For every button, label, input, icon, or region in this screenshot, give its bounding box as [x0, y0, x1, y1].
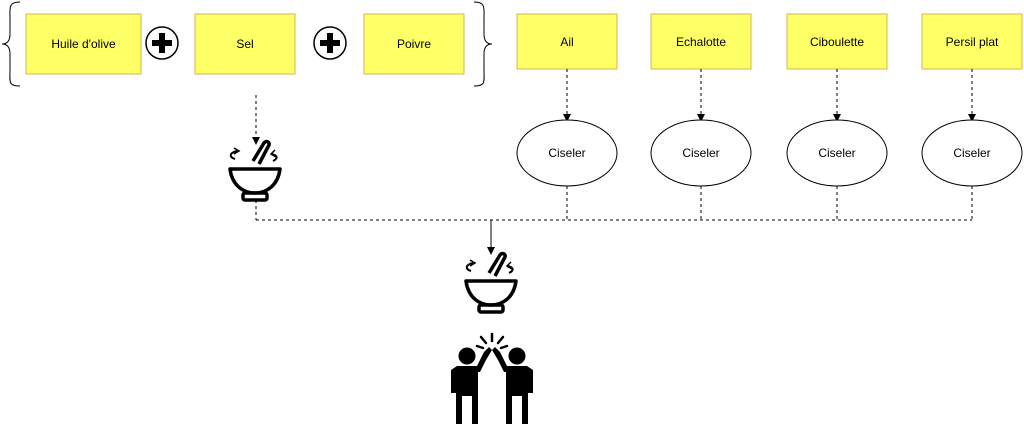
action-label: Ciseler [953, 146, 990, 160]
plus-circle-icon [145, 26, 179, 60]
ingredient-label: Poivre [397, 37, 431, 51]
ingredient-label: Sel [236, 37, 253, 51]
ingredient-label: Huile d'olive [51, 37, 116, 51]
action-label: Ciseler [682, 146, 719, 160]
left-brace [1, 1, 21, 87]
ingredient-label: Persil plat [946, 35, 999, 49]
action-ciseler-ciboulette: Ciseler [786, 119, 888, 187]
action-ciseler-ail: Ciseler [516, 119, 618, 187]
ingredient-label: Echalotte [676, 35, 726, 49]
action-label: Ciseler [548, 146, 585, 160]
ingredient-label: Ail [560, 35, 573, 49]
action-ciseler-persil: Ciseler [921, 119, 1023, 187]
ingredient-poivre: Poivre [363, 13, 465, 75]
mortar-bowl-icon [228, 139, 282, 202]
ingredient-huile-olive: Huile d'olive [25, 13, 142, 75]
action-ciseler-echalotte: Ciseler [650, 119, 752, 187]
right-brace [473, 1, 493, 87]
merge-connectors [255, 186, 973, 221]
mortar-bowl-icon [464, 251, 518, 314]
ingredient-echalotte: Echalotte [650, 13, 752, 70]
action-label: Ciseler [818, 146, 855, 160]
ingredient-ciboulette: Ciboulette [786, 13, 888, 70]
ingredient-sel: Sel [194, 13, 296, 75]
plus-circle-icon [313, 26, 347, 60]
high-five-people-icon [451, 332, 533, 424]
ingredient-persil-plat: Persil plat [921, 13, 1023, 70]
ingredient-ail: Ail [516, 13, 618, 70]
ingredient-label: Ciboulette [810, 35, 864, 49]
